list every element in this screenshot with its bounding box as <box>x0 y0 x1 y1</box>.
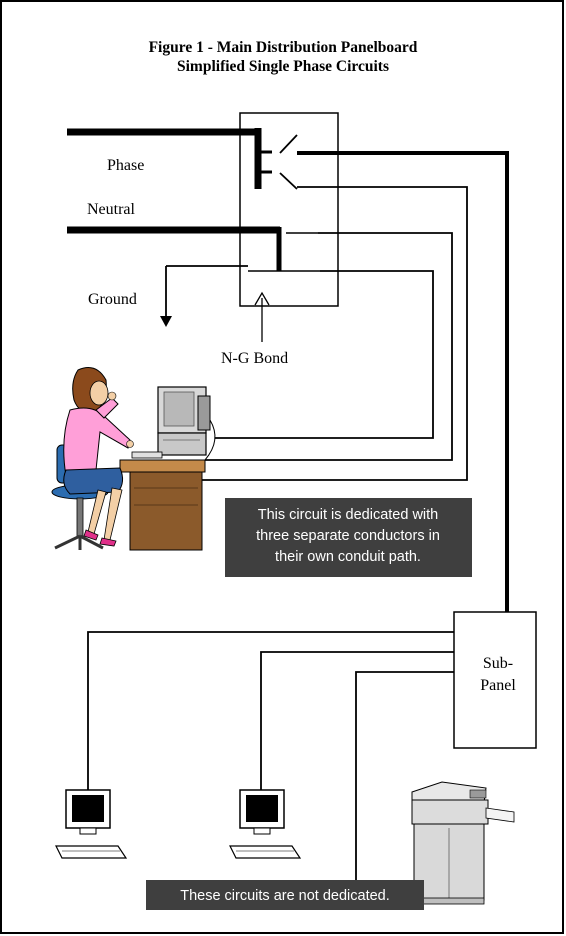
computer-terminal-icon-2 <box>229 789 302 859</box>
breaker-switches <box>279 134 298 190</box>
subpanel-label-line2: Panel <box>480 677 516 694</box>
ng-bond-arrow <box>254 291 270 342</box>
neutral-label: Neutral <box>87 201 136 218</box>
non-dedicated-circuit-note: These circuits are not dedicated. <box>146 880 424 910</box>
arrow-down-icon <box>160 316 172 327</box>
figure-title-line1: Figure 1 - Main Distribution Panelboard <box>149 39 418 56</box>
figure-title-line2: Simplified Single Phase Circuits <box>177 58 389 75</box>
dedicated-note-line1: This circuit is dedicated with <box>258 507 439 523</box>
copier-icon <box>411 781 515 905</box>
dedicated-ground-wire <box>215 270 434 439</box>
main-panel-box <box>239 112 339 307</box>
computer1-wire <box>87 631 454 790</box>
computer-terminal-icon <box>55 789 128 859</box>
subpanel-label-line1: Sub- <box>483 655 513 672</box>
neutral-incoming-conductor <box>67 226 320 272</box>
dedicated-note-line2: three separate conductors in <box>256 528 440 544</box>
subpanel-feeder <box>297 151 509 614</box>
ng-bond-label: N-G Bond <box>221 350 288 367</box>
computer2-wire <box>260 651 454 790</box>
dedicated-circuit-wires <box>188 186 468 481</box>
ground-label: Ground <box>88 291 137 308</box>
ground-conductor <box>160 265 248 327</box>
dedicated-circuit-note: This circuit is dedicated with three sep… <box>225 498 472 577</box>
dedicated-neutral-wire <box>205 232 453 461</box>
phase-incoming-conductor <box>67 128 272 189</box>
woman-at-computer-icon <box>51 367 216 551</box>
arrow-up-icon <box>254 291 270 306</box>
subpanel-box <box>453 611 537 749</box>
not-dedicated-note: These circuits are not dedicated. <box>180 888 390 904</box>
dedicated-phase-wire <box>188 186 468 481</box>
dedicated-note-line3: their own conduit path. <box>275 549 421 565</box>
phase-label: Phase <box>107 157 144 174</box>
